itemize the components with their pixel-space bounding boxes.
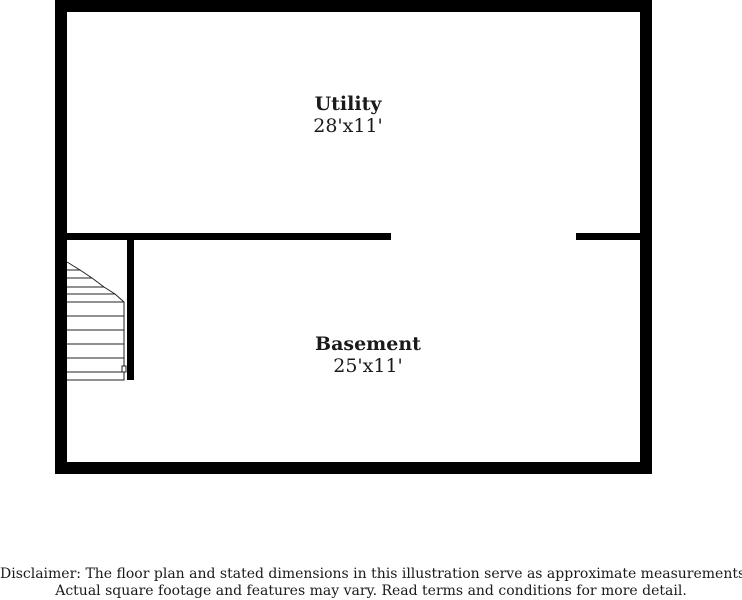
wall-divider-left	[67, 233, 391, 240]
wall-bottom	[55, 462, 652, 474]
room-label-basement: Basement 25'x11'	[315, 333, 421, 377]
wall-left	[55, 0, 67, 474]
stair-post	[121, 365, 127, 373]
wall-top	[55, 0, 652, 12]
room-name-basement: Basement	[315, 333, 421, 355]
wall-stair-enclosure	[127, 240, 134, 380]
stair-outline	[66, 261, 125, 381]
staircase	[66, 261, 127, 381]
room-dimensions-utility: 28'x11'	[313, 115, 383, 137]
room-dimensions-basement: 25'x11'	[333, 355, 403, 377]
room-name-utility: Utility	[314, 93, 382, 115]
disclaimer-line-2: Actual square footage and features may v…	[55, 583, 687, 599]
room-label-utility: Utility 28'x11'	[313, 93, 383, 137]
wall-divider-right	[576, 233, 640, 240]
wall-right	[640, 0, 652, 474]
disclaimer-line-1: Disclaimer: The floor plan and stated di…	[0, 566, 742, 582]
